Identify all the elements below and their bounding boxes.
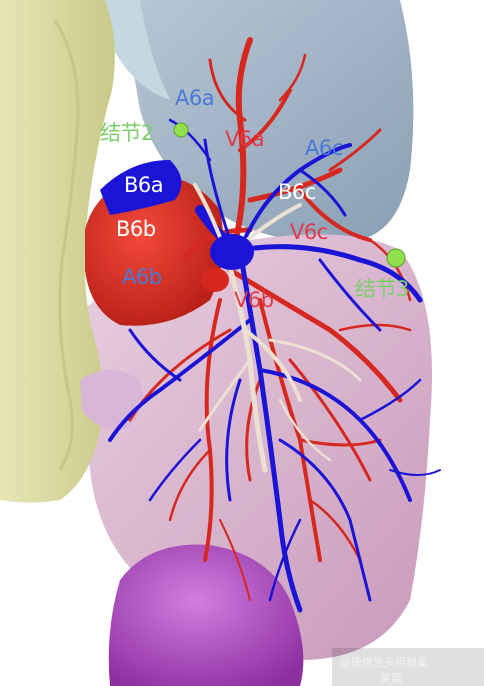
label-b6c: B6c [278,180,316,204]
green-dot-icon [173,122,189,138]
watermark-site: 美篇 [380,672,402,685]
label-b6a: B6a [124,173,164,197]
label-a6a: A6a [175,86,215,110]
label-a6c: A6c [305,136,343,160]
watermark-author: @唐僧洗头用飘柔 [340,656,428,669]
label-nodule3: 结节3 [355,277,409,301]
label-nodule2: 结节2 [100,121,154,145]
label-b6b: B6b [116,217,156,241]
vein-tree [128,37,412,601]
label-v6b: V6b [234,288,274,312]
purple-structure [108,544,304,686]
label-v6c: V6c [290,220,328,244]
label-a6b: A6b [122,265,162,289]
label-v6a: V6a [225,127,265,151]
artery-tree [108,118,441,613]
upper-lobe [120,0,414,243]
green-dot-icon [386,248,406,268]
